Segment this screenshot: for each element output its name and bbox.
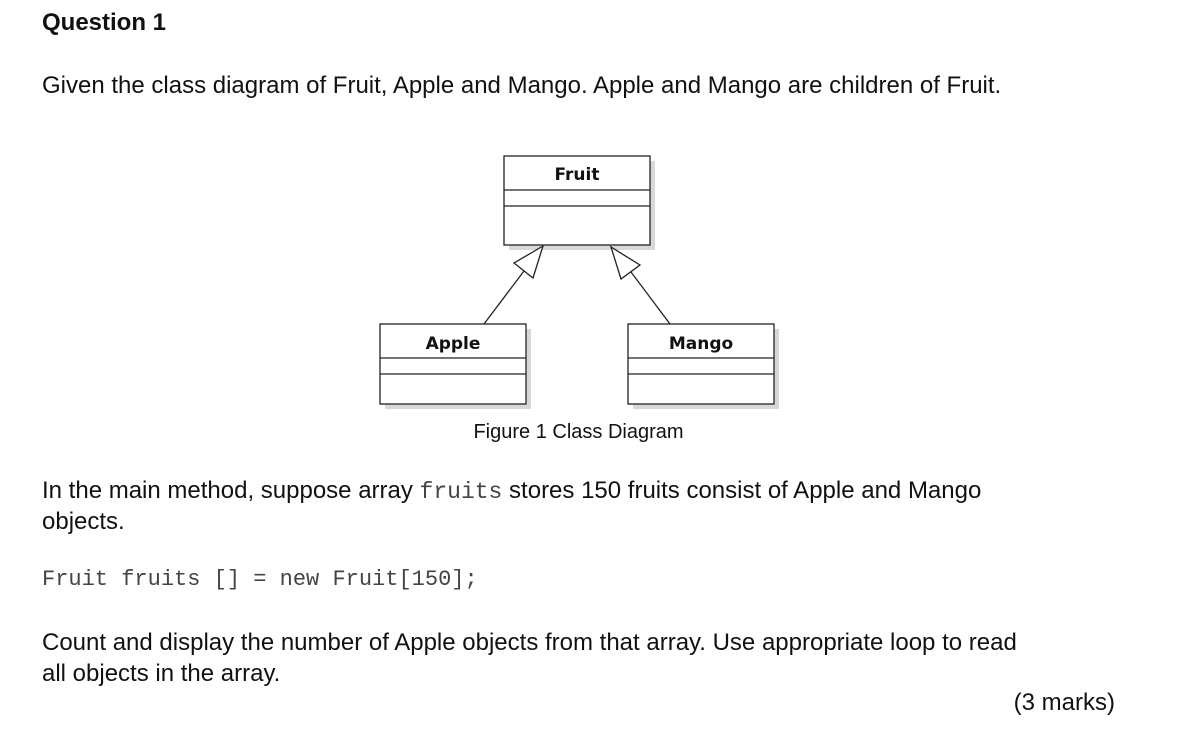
body-line-1-text-before: In the main method, suppose array	[42, 477, 413, 504]
question-intro: Given the class diagram of Fruit, Apple …	[42, 72, 1002, 99]
class-box-apple: Apple	[379, 323, 531, 409]
class-name-apple: Apple	[426, 334, 481, 354]
class-name-fruit: Fruit	[555, 165, 600, 185]
class-name-mango: Mango	[669, 334, 733, 354]
question-title: Question 1	[42, 9, 167, 36]
code-snippet: Fruit fruits [] = new Fruit[150];	[42, 567, 478, 592]
body-line-2: objects.	[42, 508, 125, 535]
figure-caption: Figure 1 Class Diagram	[473, 421, 684, 443]
class-box-mango: Mango	[627, 323, 779, 409]
body-line-1-text-after: stores 150 fruits consist of Apple and M…	[509, 477, 982, 504]
inheritance-arrow-mango-fruit	[609, 245, 671, 325]
marks-label: (3 marks)	[1013, 689, 1115, 716]
class-box-fruit: Fruit	[503, 155, 655, 250]
task-line-1: Count and display the number of Apple ob…	[42, 629, 1017, 656]
inline-code-fruits: fruits	[419, 479, 503, 505]
body-line-1: In the main method, suppose array fruits…	[42, 475, 981, 508]
inheritance-arrow-apple-fruit	[483, 244, 545, 325]
task-line-2: all objects in the array.	[42, 660, 281, 687]
